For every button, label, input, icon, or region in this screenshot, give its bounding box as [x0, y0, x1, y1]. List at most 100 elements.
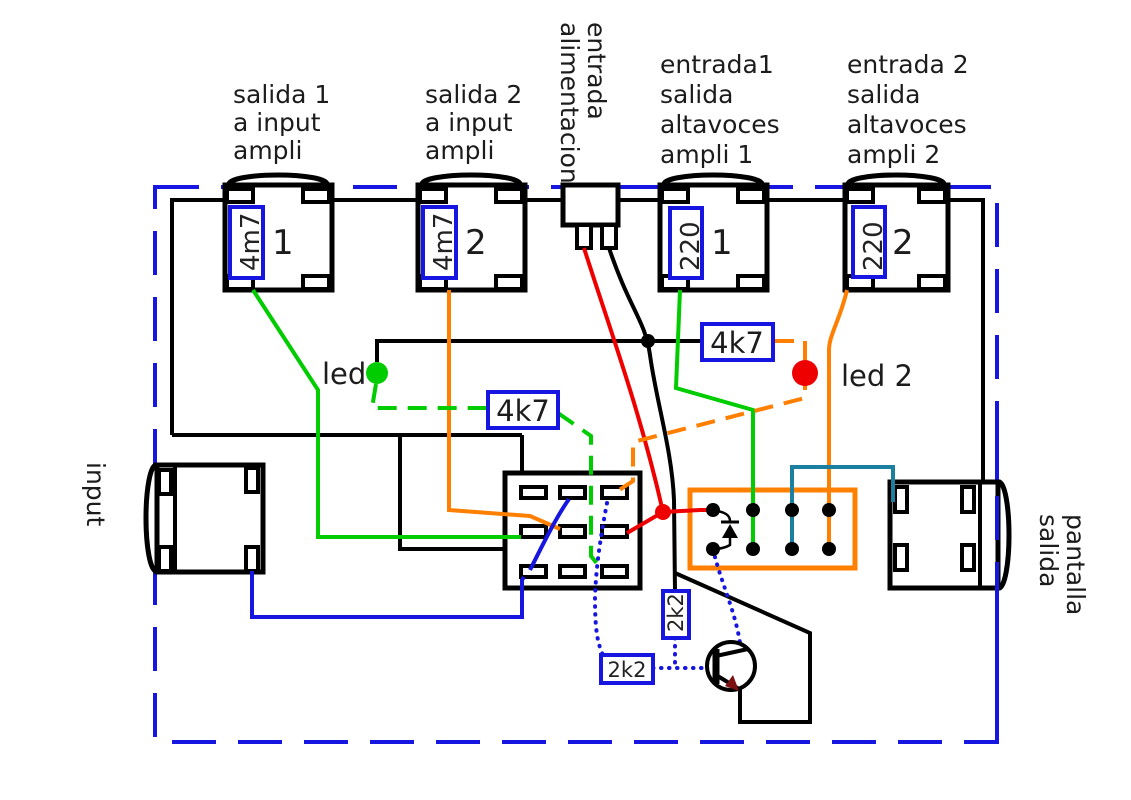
- wire-led-to-resistor: [375, 339, 700, 362]
- resistor-4k7-box-1: [486, 390, 560, 430]
- diode-triangle: [722, 524, 738, 538]
- jack-lug: [157, 545, 173, 573]
- transistor-collector: [715, 647, 749, 658]
- value-cap1: 4m7: [236, 213, 266, 271]
- power-pin: [575, 223, 593, 250]
- jack-lug: [893, 485, 909, 514]
- jack-lug: [917, 187, 947, 204]
- jack-lug: [157, 468, 173, 496]
- label-jack2-line3: ampli: [425, 136, 494, 165]
- jack-lug: [301, 274, 331, 291]
- output-jack: [887, 479, 1012, 591]
- wire-transistor-ground: [674, 571, 812, 724]
- wire-power-negative: [607, 247, 677, 593]
- relay-pin: [746, 503, 760, 517]
- footswitch-lug: [558, 485, 587, 500]
- relay-pin: [822, 503, 836, 517]
- label-jack4-line2: salida: [847, 80, 920, 109]
- footswitch: [502, 470, 643, 591]
- relay-pin: [785, 503, 799, 517]
- label-power-line2: alimentacion: [555, 22, 584, 184]
- jack-lug: [893, 543, 909, 572]
- footswitch-lug: [519, 485, 548, 500]
- label-jack3-line4: ampli 1: [660, 140, 753, 169]
- value-resistor1: 4k7: [496, 394, 550, 428]
- resistor-2k2-box-v: [661, 589, 691, 640]
- value-cap4: 220: [859, 221, 889, 271]
- junction-dot-red: [655, 504, 671, 520]
- jack-lug: [301, 187, 331, 204]
- label-led2: led 2: [841, 359, 913, 393]
- channel-num-1: 1: [272, 223, 294, 263]
- jack-lug: [494, 274, 524, 291]
- label-jack1-line2: a input: [233, 108, 321, 137]
- cap-4m7-box-2: [421, 205, 458, 280]
- jack-lug: [660, 187, 690, 204]
- transistor: [705, 640, 757, 692]
- jack-lug: [917, 274, 947, 291]
- label-power-line1: entrada: [582, 22, 611, 120]
- wire-dotted-switch-to-2k2: [592, 501, 609, 659]
- label-led1: led: [322, 357, 366, 391]
- label-jack3-line2: salida: [660, 80, 733, 109]
- label-jack4-line3: altavoces: [847, 110, 967, 139]
- wire-green-salida1-to-switch: [251, 288, 521, 539]
- footswitch-lug: [600, 485, 629, 500]
- label-jack4-line1: entrada 2: [847, 50, 969, 79]
- relay-pin: [822, 542, 836, 556]
- jack-lug: [736, 187, 766, 204]
- footswitch-lug: [519, 564, 548, 579]
- input-jack: [143, 462, 266, 575]
- value-resistor2: 4k7: [710, 326, 764, 360]
- junction-dot-black: [641, 334, 655, 348]
- footswitch-lug: [600, 564, 629, 579]
- wire-power-positive: [582, 247, 665, 513]
- jack-lug: [244, 466, 260, 494]
- jack-lug: [225, 187, 255, 204]
- jack-lug: [845, 187, 875, 204]
- power-pin: [600, 223, 618, 250]
- jack-lug: [494, 187, 524, 204]
- power-connector-body: [560, 182, 621, 228]
- value-resistor3: 2k2: [608, 658, 647, 682]
- jack-lug: [736, 274, 766, 291]
- label-jack4-line4: ampli 2: [847, 140, 940, 169]
- jack-lug: [418, 187, 448, 204]
- footswitch-lug: [519, 524, 548, 539]
- transistor-emitter-arrow: [725, 675, 739, 691]
- diode-leads: [712, 508, 732, 551]
- cap-220-box-2: [851, 205, 887, 279]
- power-connector: [560, 182, 621, 250]
- label-jack1-line3: ampli: [233, 136, 302, 165]
- jack-lug: [960, 485, 976, 514]
- label-jack2-line1: salida 2: [425, 80, 522, 109]
- label-jack3-line3: altavoces: [660, 110, 780, 139]
- footswitch-lug: [600, 524, 629, 539]
- label-output-line2: pantalla: [1061, 514, 1090, 615]
- resistor-4k7-box-2: [700, 322, 775, 362]
- wire-blue-switch-internal: [528, 497, 571, 571]
- channel-num-4: 2: [892, 223, 914, 263]
- wire-orange-salida2-to-switch: [447, 290, 561, 531]
- wire-green-entrada1-to-relay: [673, 289, 755, 549]
- value-resistor4: 2k2: [664, 593, 688, 632]
- jack-lug: [960, 543, 976, 572]
- footswitch-lug: [558, 564, 587, 579]
- wire-orange-entrada2-to-relay: [827, 289, 849, 549]
- value-cap3: 220: [676, 221, 706, 271]
- led2-dot: [792, 360, 818, 386]
- label-input-jack: input: [81, 462, 110, 527]
- relay-pins: [706, 503, 836, 556]
- wire-4k7-dashed-to-switch: [556, 411, 604, 572]
- led1-dot: [366, 362, 388, 384]
- channel-num-3: 1: [711, 223, 733, 263]
- label-output-line1: salida: [1034, 514, 1063, 587]
- channel-num-2: 2: [465, 223, 487, 263]
- label-jack3-line1: entrada1: [660, 50, 774, 79]
- resistor-2k2-box-h: [599, 653, 655, 685]
- wire-led-dashed-to-4k7: [369, 383, 488, 410]
- wire-dotted-relay-to-transistor: [711, 547, 742, 645]
- jack-lug: [244, 545, 260, 573]
